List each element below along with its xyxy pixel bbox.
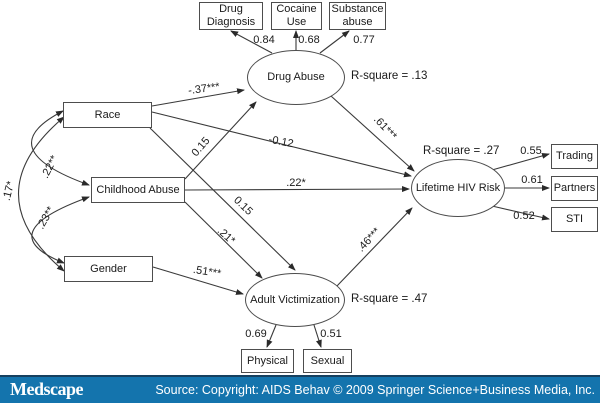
loading-arrow-substance-abuse — [319, 30, 350, 54]
medscape-logo: Medscape — [10, 379, 83, 399]
latent-adult-victimization: Adult Victimization — [245, 273, 345, 327]
loading-arrow-sti — [491, 205, 550, 221]
rsquare-adult-victimization: R-square = .47 — [351, 293, 428, 305]
exogenous-gender: Gender — [64, 256, 153, 282]
loading-arrow-sexual — [313, 324, 322, 348]
indicator-partners: Partners — [551, 176, 598, 201]
covariance-race-gender — [18, 116, 65, 272]
credit-bar: Medscape Source: Copyright: AIDS Behav ©… — [0, 375, 600, 403]
latent-lifetime-hiv-risk: Lifetime HIV Risk — [411, 159, 505, 217]
source-attribution: Source: Copyright: AIDS Behav © 2009 Spr… — [155, 383, 595, 397]
covariance-childhood-gender — [31, 196, 90, 264]
indicator-cocaine-use: Cocaine Use — [271, 2, 322, 30]
path-race-to-hiv-risk — [151, 111, 412, 178]
rsquare-lifetime-hiv-risk: R-square = .27 — [423, 145, 500, 157]
loading-value-trading: 0.55 — [520, 145, 542, 157]
rsquare-drug-abuse: R-square = .13 — [351, 70, 428, 82]
path-race-to-adult-victimization — [149, 127, 296, 271]
coef-childhood-hiv-risk: .22* — [286, 177, 306, 189]
indicator-drug-diagnosis: Drug Diagnosis — [199, 2, 263, 30]
indicator-sti: STI — [551, 207, 598, 232]
loading-arrow-trading — [491, 153, 550, 171]
loading-value-drug-diagnosis: 0.84 — [253, 34, 275, 46]
loading-value-sexual: 0.51 — [320, 328, 342, 340]
path-gender-to-adult-victimization — [152, 266, 244, 295]
indicator-sexual: Sexual — [303, 349, 352, 373]
loading-value-cocaine-use: 0.68 — [298, 34, 320, 46]
indicator-substance-abuse: Substance abuse — [329, 2, 386, 30]
path-childhood-to-adult-victimization — [184, 201, 263, 279]
loading-value-partners: 0.61 — [521, 174, 543, 186]
path-arrows-layer — [18, 30, 550, 348]
indicator-physical: Physical — [241, 349, 294, 373]
loading-arrow-physical — [266, 324, 277, 348]
indicator-trading: Trading — [551, 144, 598, 169]
loading-value-substance-abuse: 0.77 — [353, 34, 375, 46]
path-adult-victimization-to-hiv-risk — [335, 207, 413, 288]
loading-value-physical: 0.69 — [245, 328, 267, 340]
path-childhood-to-hiv-risk — [184, 186, 410, 193]
exogenous-race: Race — [63, 102, 152, 128]
latent-drug-abuse: Drug Abuse — [247, 50, 345, 105]
loading-value-sti: 0.52 — [513, 210, 535, 222]
path-drug-abuse-to-hiv-risk — [330, 95, 415, 172]
path-childhood-to-drug-abuse — [184, 101, 257, 180]
path-race-to-drug-abuse — [151, 88, 245, 107]
loading-arrow-drug-diagnosis — [230, 30, 273, 54]
exogenous-childhood-abuse: Childhood Abuse — [91, 177, 185, 203]
covariance-race-childhood — [31, 110, 90, 186]
